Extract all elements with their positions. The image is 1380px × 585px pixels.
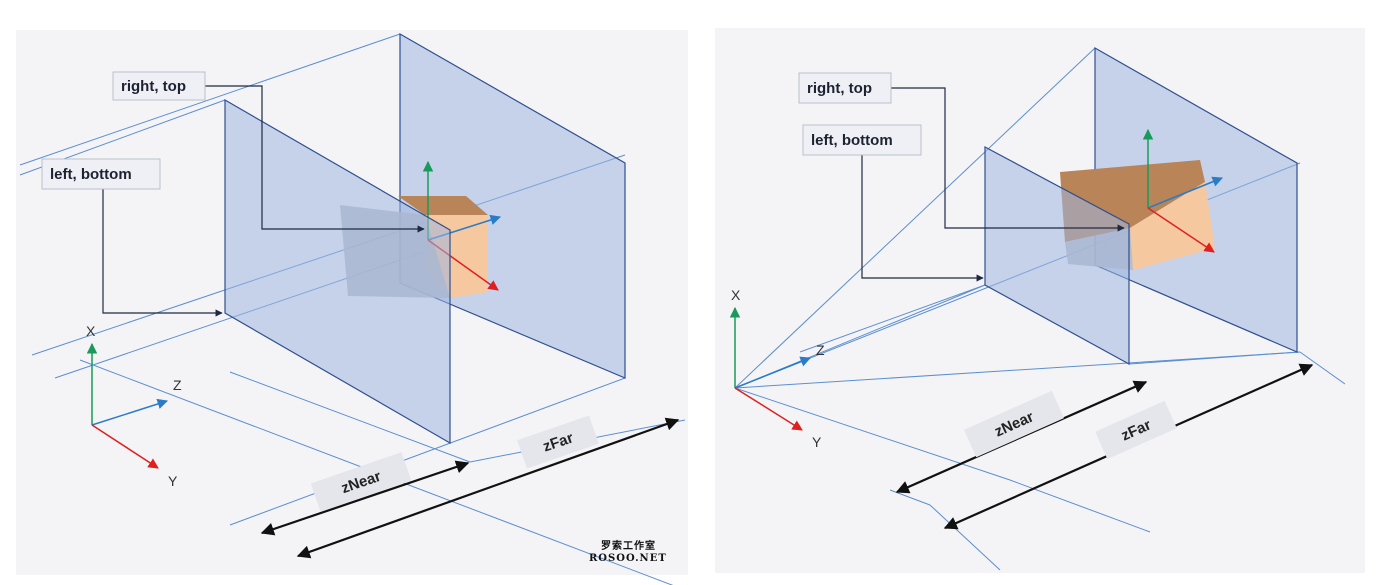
- znear-tag: zNear: [310, 452, 412, 512]
- zfar-dimension-arrow: [296, 417, 680, 559]
- left-bottom-label: left, bottom: [50, 166, 132, 183]
- left-bottom-label: left, bottom: [811, 132, 893, 149]
- z-axis-label: Z: [816, 342, 825, 358]
- watermark-line1: 罗索工作室: [601, 539, 656, 552]
- callouts: [102, 85, 425, 317]
- perspective-diagram: right, top left, bottom X Z Y zNear zFar: [715, 28, 1365, 573]
- left-bottom-label-box: [41, 158, 161, 190]
- world-axes: [86, 342, 169, 469]
- left-bottom-label-box: [802, 124, 922, 156]
- zfar-tag: zFar: [517, 415, 599, 469]
- right-top-label-box: [112, 71, 206, 101]
- right-top-label-box: [798, 72, 892, 104]
- right-top-label: right, top: [807, 80, 872, 97]
- world-axes: [729, 306, 811, 431]
- zfar-tag: zFar: [1095, 400, 1177, 460]
- x-axis-label: X: [86, 323, 96, 339]
- callouts: [861, 87, 1125, 282]
- cube-axes: [1142, 128, 1223, 253]
- right-top-label: right, top: [121, 78, 186, 95]
- y-axis-label: Y: [168, 473, 178, 489]
- z-axis-label: Z: [173, 377, 182, 393]
- x-axis-label: X: [731, 287, 741, 303]
- watermark-line2: ROSOO.NET: [589, 553, 667, 564]
- orthographic-diagram: right, top left, bottom X Z Y zNear zFar…: [16, 30, 688, 585]
- y-axis-label: Y: [812, 434, 822, 450]
